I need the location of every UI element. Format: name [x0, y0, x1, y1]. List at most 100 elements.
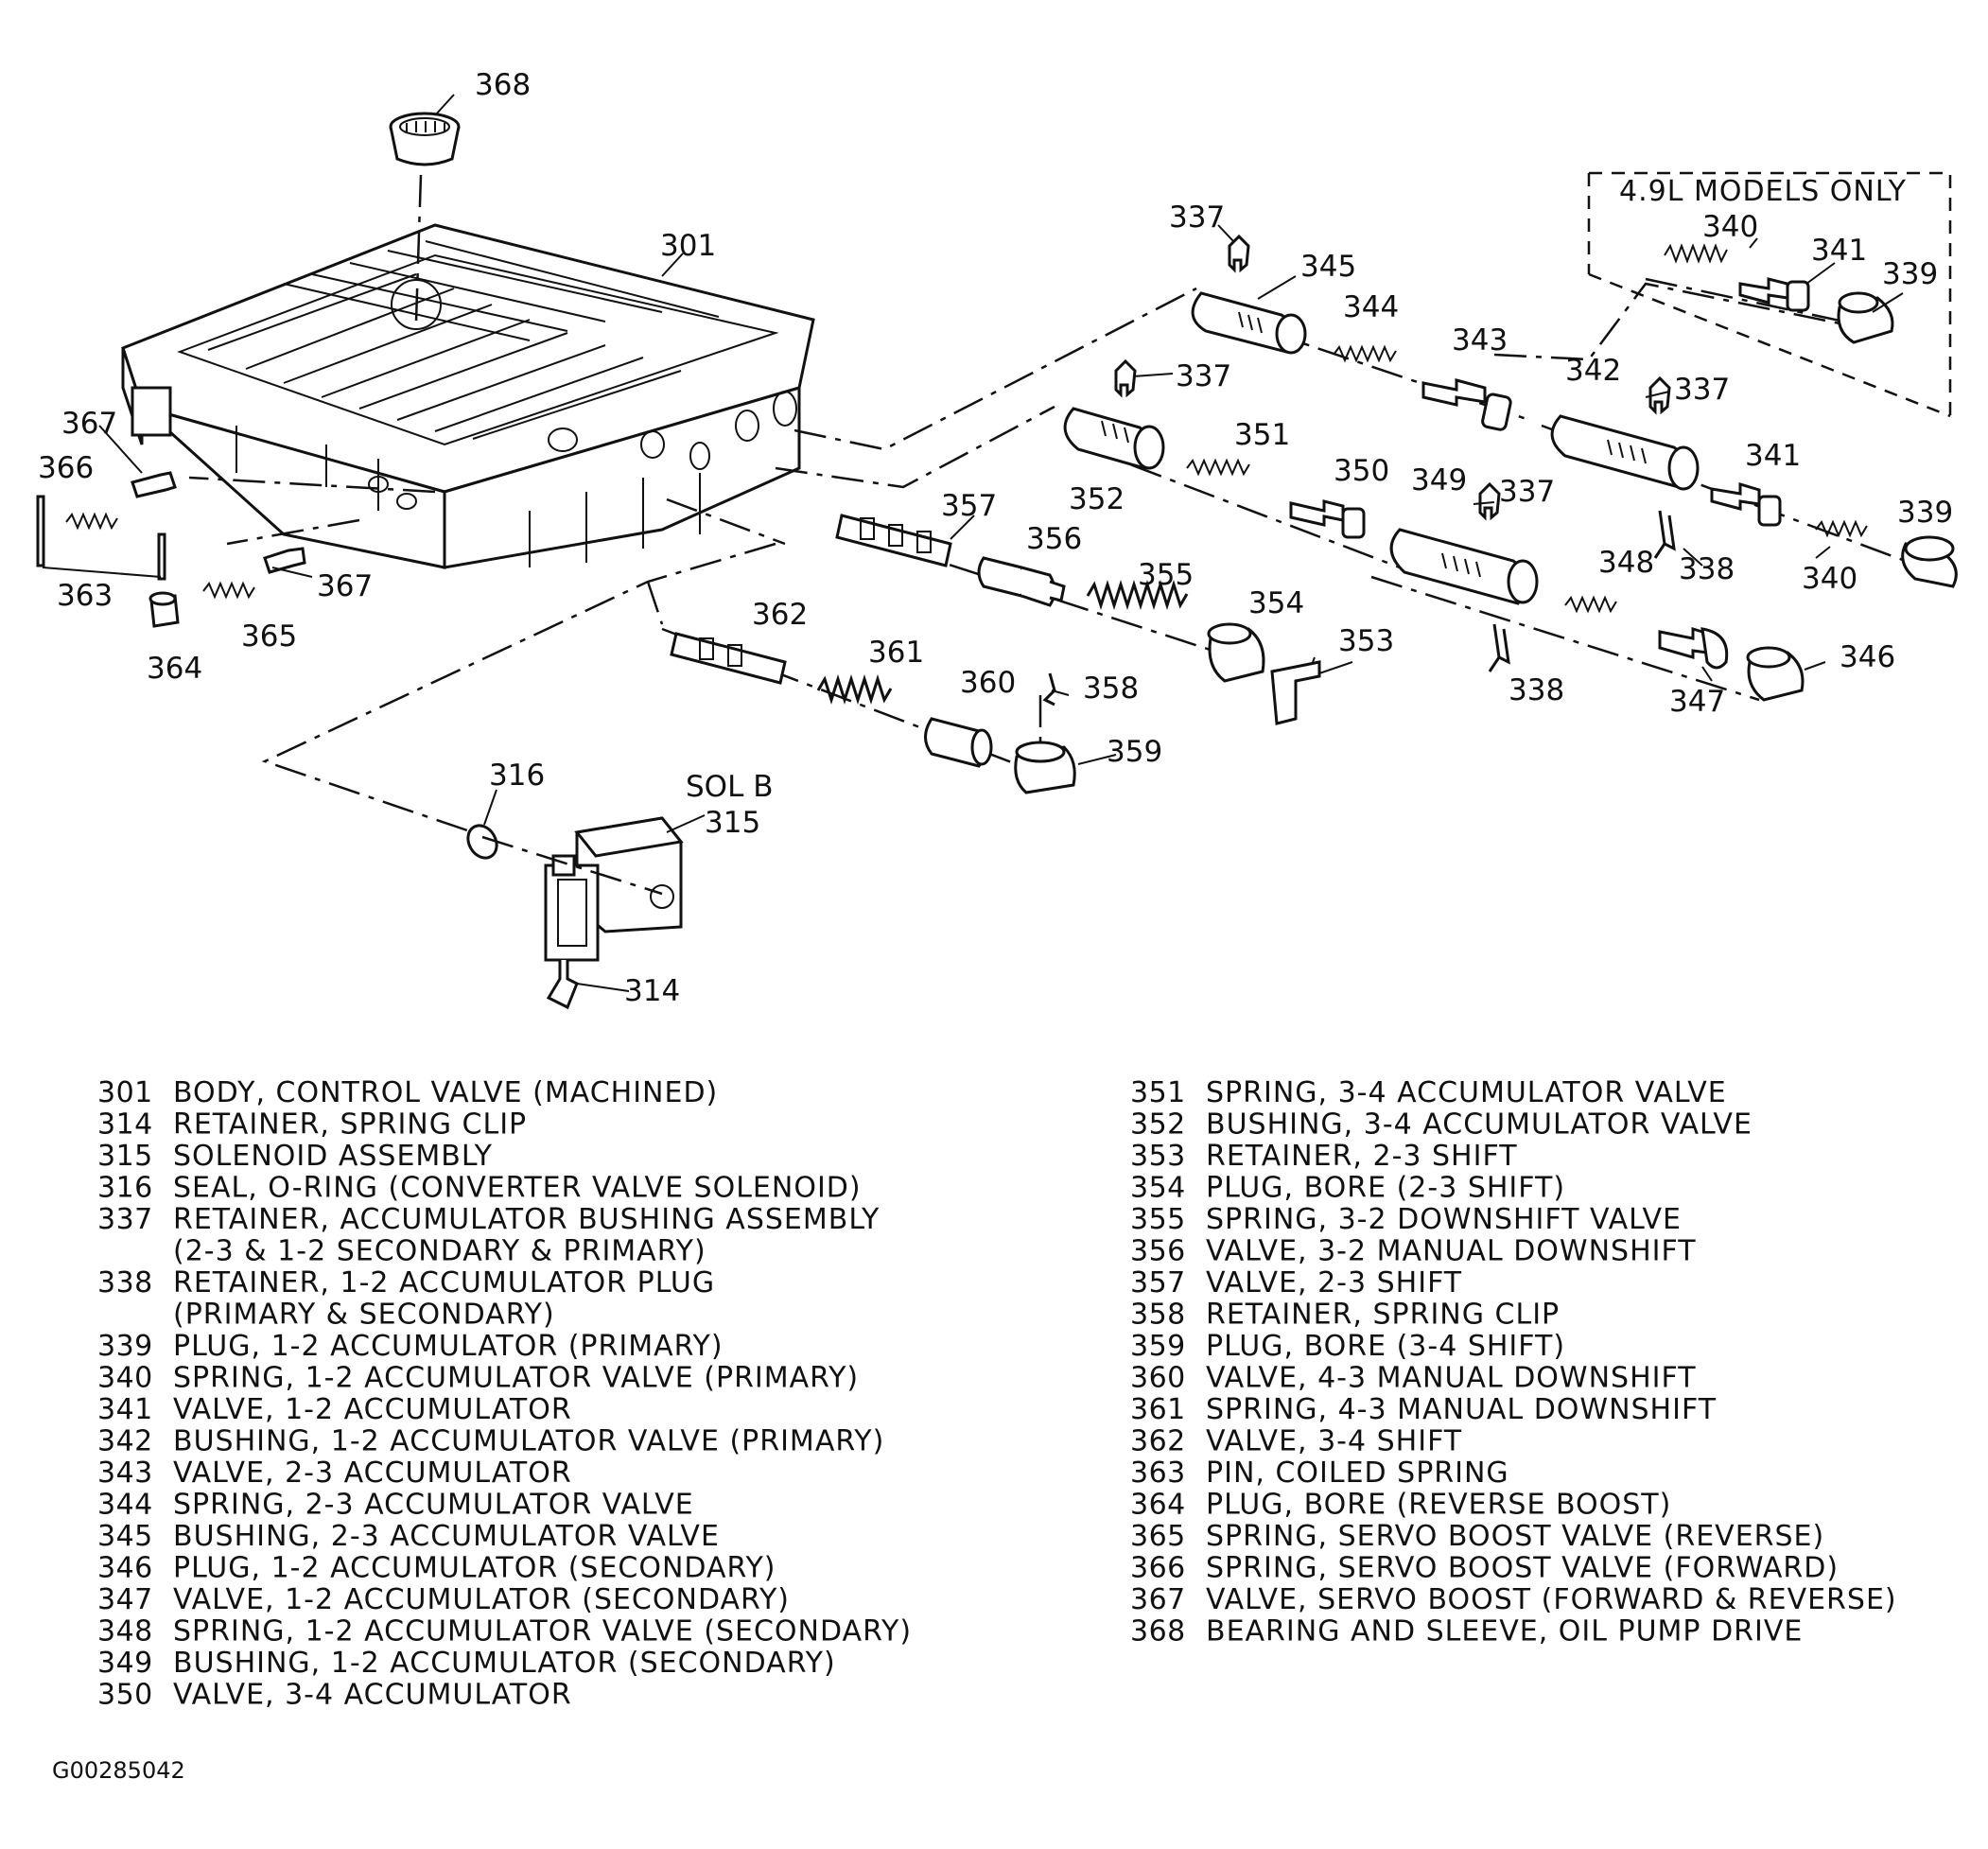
legend-number: 347: [97, 1583, 153, 1616]
legend-description: (2-3 & 1-2 SECONDARY & PRIMARY): [173, 1235, 706, 1268]
part-315-solenoid: [544, 816, 684, 962]
legend-number: 338: [97, 1266, 153, 1300]
legend-description: SPRING, 2-3 ACCUMULATOR VALVE: [173, 1489, 694, 1522]
legend-description: RETAINER, ACCUMULATOR BUSHING ASSEMBLY: [173, 1203, 880, 1236]
legend-number: 344: [97, 1489, 153, 1522]
part-345-bushing: [1191, 291, 1307, 355]
legend-description: SPRING, 1-2 ACCUMULATOR VALVE (SECONDARY…: [173, 1615, 912, 1648]
callout-341: 341: [1745, 439, 1801, 473]
legend-number: 301: [97, 1076, 153, 1109]
legend-number: 367: [1130, 1583, 1186, 1616]
legend-description: RETAINER, 1-2 ACCUMULATOR PLUG: [173, 1266, 715, 1300]
part-retainers: [36, 495, 1676, 725]
part-valves: [131, 378, 1782, 768]
legend-number: 315: [97, 1140, 153, 1173]
callout-346: 346: [1840, 640, 1895, 674]
models-only-box: 4.9L MODELS ONLY: [1587, 171, 1952, 418]
legend-description: SPRING, 4-3 MANUAL DOWNSHIFT: [1206, 1393, 1717, 1426]
legend-description: PLUG, BORE (REVERSE BOOST): [1206, 1489, 1671, 1522]
callout-337: 337: [1176, 359, 1231, 393]
legend-number: 343: [97, 1457, 153, 1490]
callout-345: 345: [1300, 250, 1356, 284]
callout-343: 343: [1452, 323, 1508, 358]
legend-description: VALVE, SERVO BOOST (FORWARD & REVERSE): [1206, 1583, 1897, 1616]
callout-344: 344: [1343, 290, 1399, 324]
callout-337: 337: [1674, 373, 1730, 407]
legend-description: PLUG, BORE (3-4 SHIFT): [1206, 1330, 1565, 1363]
callout-342: 342: [1565, 354, 1621, 388]
legend-description: PIN, COILED SPRING: [1206, 1457, 1509, 1490]
callout-314: 314: [624, 974, 680, 1008]
callout-358: 358: [1083, 672, 1139, 706]
part-339-plug-box: [1837, 291, 1894, 344]
legend-description: BUSHING, 1-2 ACCUMULATOR VALVE (PRIMARY): [173, 1425, 884, 1458]
legend-number: 354: [1130, 1172, 1186, 1205]
legend-description: VALVE, 3-4 ACCUMULATOR: [173, 1679, 572, 1712]
legend-description: (PRIMARY & SECONDARY): [173, 1299, 555, 1332]
leader-lines: [42, 94, 1904, 992]
callout-339: 339: [1897, 496, 1953, 530]
legend-description: PLUG, 1-2 ACCUMULATOR (PRIMARY): [173, 1330, 724, 1363]
callout-367: 367: [317, 569, 373, 603]
part-springs: [65, 344, 1868, 705]
legend-number: 316: [97, 1172, 153, 1205]
legend-description: BODY, CONTROL VALVE (MACHINED): [173, 1076, 718, 1109]
legend-description: SPRING, SERVO BOOST VALVE (FORWARD): [1206, 1552, 1839, 1585]
callout-351: 351: [1234, 418, 1290, 452]
label-sol-b: SOL B: [686, 770, 773, 804]
legend-number: 358: [1130, 1299, 1186, 1332]
legend-number: 353: [1130, 1140, 1186, 1173]
legend-number: 345: [97, 1520, 153, 1553]
legend-description: SPRING, 1-2 ACCUMULATOR VALVE (PRIMARY): [173, 1362, 859, 1395]
legend-number: 346: [97, 1552, 153, 1585]
legend-number: 337: [97, 1203, 153, 1236]
callout-365: 365: [241, 619, 297, 654]
legend-number: 349: [97, 1647, 153, 1680]
callout-349: 349: [1411, 463, 1467, 497]
callout-348: 348: [1598, 546, 1654, 580]
callout-337: 337: [1169, 201, 1225, 235]
callout-341: 341: [1811, 234, 1867, 268]
callout-362: 362: [752, 598, 808, 632]
legend-number: 366: [1130, 1552, 1186, 1585]
part-314-clip: [546, 960, 579, 1010]
part-352-bushing: [1063, 407, 1165, 470]
part-368-bearing: [389, 112, 461, 323]
callout-301: 301: [660, 229, 716, 263]
callout-340: 340: [1702, 210, 1758, 244]
legend-number: 364: [1130, 1489, 1186, 1522]
legend-number: 357: [1130, 1266, 1186, 1300]
figure-code: G00285042: [52, 1757, 185, 1784]
legend-number: 368: [1130, 1615, 1186, 1648]
legend-description: RETAINER, 2-3 SHIFT: [1206, 1140, 1518, 1173]
legend-description: SPRING, 3-2 DOWNSHIFT VALVE: [1206, 1203, 1682, 1236]
control-valve-body: [121, 223, 815, 569]
legend-number: 365: [1130, 1520, 1186, 1553]
legend-number: 352: [1130, 1108, 1186, 1142]
callout-356: 356: [1026, 522, 1082, 556]
legend-number: 350: [97, 1679, 153, 1712]
legend-number: 314: [97, 1108, 153, 1142]
legend-description: VALVE, 2-3 ACCUMULATOR: [173, 1457, 572, 1490]
callout-363: 363: [57, 579, 113, 613]
callout-315: 315: [705, 806, 760, 840]
legend-description: BEARING AND SLEEVE, OIL PUMP DRIVE: [1206, 1615, 1803, 1648]
legend-number: 340: [97, 1362, 153, 1395]
legend-description: VALVE, 2-3 SHIFT: [1206, 1266, 1462, 1300]
legend-description: SPRING, 3-4 ACCUMULATOR VALVE: [1206, 1076, 1727, 1109]
callout-labels: 368 301 337 345 344 343 342 337 337 337 …: [38, 68, 1953, 1008]
legend-number: 339: [97, 1330, 153, 1363]
legend-number: 351: [1130, 1076, 1186, 1109]
part-340-spring-box: [1664, 243, 1728, 264]
callout-354: 354: [1248, 586, 1304, 620]
legend-description: VALVE, 3-2 MANUAL DOWNSHIFT: [1206, 1235, 1697, 1268]
legend-description: RETAINER, SPRING CLIP: [1206, 1299, 1560, 1332]
callout-352: 352: [1069, 482, 1125, 516]
part-316-oring: [466, 824, 498, 860]
legend-number: 342: [97, 1425, 153, 1458]
legend-description: VALVE, 1-2 ACCUMULATOR: [173, 1393, 572, 1426]
legend-description: BUSHING, 1-2 ACCUMULATOR (SECONDARY): [173, 1647, 836, 1680]
